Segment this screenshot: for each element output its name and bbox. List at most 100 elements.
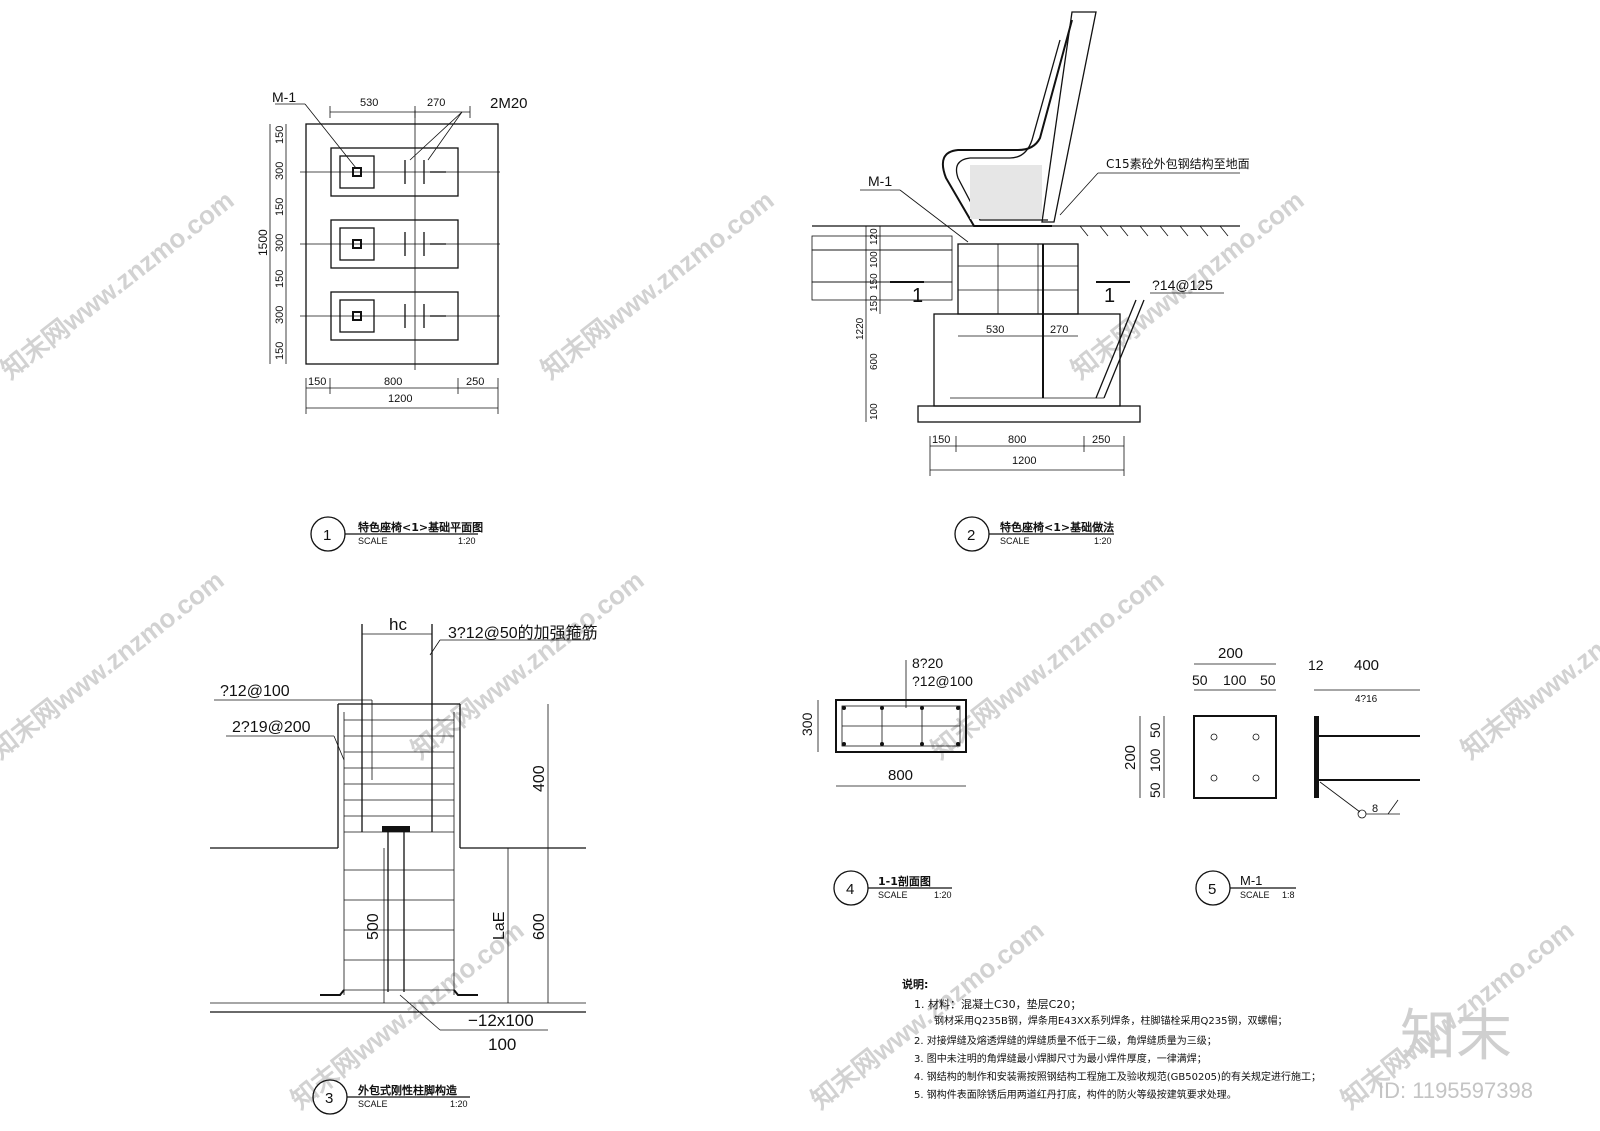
section-mark: 1 <box>1104 285 1115 307</box>
steel-post <box>1041 11 1097 223</box>
dim-hc: hc <box>389 615 407 634</box>
watermark-text: 知末网www.znzmo.com <box>535 185 779 385</box>
scale-value: 1:20 <box>458 536 476 546</box>
dim-inner-a: 530 <box>986 324 1004 336</box>
dim-top: 200 <box>1218 645 1243 662</box>
watermark-text: 知末网www.znzmo.com <box>805 915 1049 1115</box>
weld-size: 8 <box>1372 803 1378 815</box>
detail-2-foundation-section: 1 1 M-1 C15素砼外包钢结构至地面 ?14@125 120 100 15… <box>811 11 1250 552</box>
scale-label: SCALE <box>1240 890 1270 900</box>
scale-value: 1:20 <box>934 890 952 900</box>
side-dim: 12 <box>1308 657 1324 673</box>
note-line: 2. 对接焊缝及熔透焊缝的焊缝质量不低于二级，角焊缝质量为三级； <box>914 1034 1217 1047</box>
dim-top-a: 530 <box>360 97 378 109</box>
dim-400: 400 <box>531 765 548 792</box>
dim-left: 150 <box>274 342 286 360</box>
dim-500: 500 <box>365 913 382 940</box>
detail-3-column-foot: hc 3?12@50的加强箍筋 ?12@100 2?19@200 400 600… <box>210 615 598 1115</box>
pad-row <box>300 291 500 341</box>
dim-left: 150 <box>274 198 286 216</box>
detail-number: 4 <box>846 881 854 898</box>
bolt-marks <box>404 160 446 328</box>
callout-m1: M-1 <box>868 173 892 189</box>
dim-left: 150 <box>274 126 286 144</box>
note-line: 1. 材料：混凝土C30，垫层C20； <box>914 997 1081 1011</box>
note-line: 5. 钢构件表面除锈后用两道红丹打底，构件的防火等级按建筑要求处理。 <box>914 1088 1237 1101</box>
plate-label: −12x100 <box>468 1011 534 1030</box>
watermark-text: 知末网www.znzmo.com <box>1455 565 1600 765</box>
detail-number: 3 <box>325 1090 333 1107</box>
dim-left: 300 <box>274 234 286 252</box>
callout-c15: C15素砼外包钢结构至地面 <box>1106 156 1250 171</box>
dim-total: 1200 <box>1012 455 1036 467</box>
callout-bolt: 2M20 <box>490 95 528 112</box>
notes-heading: 说明: <box>902 977 928 991</box>
detail-title: 外包式刚性柱脚构造 <box>357 1083 458 1097</box>
dim-left: 600 <box>869 353 880 370</box>
id-watermark: ID: 1195597398 <box>1378 1078 1533 1103</box>
plate-plan <box>1193 715 1277 799</box>
pedestal <box>957 243 1079 315</box>
plate-width: 100 <box>488 1035 516 1054</box>
side-dim: 400 <box>1354 657 1379 674</box>
detail-number: 2 <box>967 527 975 544</box>
callout-stirrup: 3?12@50的加强箍筋 <box>448 624 598 642</box>
dim-left: 150 <box>274 270 286 288</box>
dim-left-part: 50 <box>1147 782 1163 798</box>
dim-h: 300 <box>799 712 815 736</box>
scale-value: 1:20 <box>1094 536 1112 546</box>
dim-bottom-c: 250 <box>466 376 484 388</box>
dim-bottom-a: 150 <box>308 376 326 388</box>
detail-title: M-1 <box>1240 873 1262 888</box>
dim-total-w: 1200 <box>388 393 412 405</box>
watermark-text: 知末网www.znzmo.com <box>0 565 229 765</box>
dim-left: 150 <box>869 273 880 290</box>
detail-5-embed-plate: 200 50 100 50 200 50 100 50 12 400 4?16 … <box>1122 645 1420 906</box>
scale-label: SCALE <box>878 890 908 900</box>
watermark-text: 知末网www.znzmo.com <box>925 565 1169 765</box>
detail-4-section: 8?20 ?12@100 300 800 4 1-1剖面图 SCALE 1:20 <box>799 655 973 906</box>
dim-inner-b: 270 <box>1050 324 1068 336</box>
dim-left: 100 <box>869 403 880 420</box>
dim-left: 200 <box>1122 745 1139 770</box>
note-line: 钢材采用Q235B钢，焊条用E43XX系列焊条，柱脚锚栓采用Q235钢，双螺帽； <box>934 1014 1288 1027</box>
section-mark: 1 <box>912 285 923 307</box>
detail-title: 特色座椅<1>基础平面图 <box>358 520 483 534</box>
dim-600: 600 <box>531 913 548 940</box>
watermark-layer: 知末网www.znzmo.com 知末网www.znzmo.com 知末网www… <box>0 185 1600 1115</box>
anchor-holes <box>1210 733 1260 782</box>
note-line: 3. 图中未注明的角焊缝最小焊脚尺寸为最小焊件厚度，一律满焊； <box>914 1052 1207 1065</box>
callout-a: ?12@100 <box>220 683 290 700</box>
watermark-text: 知末网www.znzmo.com <box>405 565 649 765</box>
dim-left-part: 100 <box>1147 748 1163 772</box>
dim-left: 300 <box>274 162 286 180</box>
detail-number: 1 <box>323 527 331 544</box>
dim-lae: LaE <box>491 912 508 940</box>
rebar-a: 8?20 <box>912 655 943 671</box>
section-outline <box>835 699 967 753</box>
dim-total-h: 1500 <box>256 229 270 256</box>
pad-row <box>300 219 500 269</box>
dim-top-part: 50 <box>1260 672 1276 688</box>
dim-left: 120 <box>869 228 880 245</box>
scale-label: SCALE <box>358 1099 388 1109</box>
callout-m1: M-1 <box>272 89 296 105</box>
rebar-b: ?12@100 <box>912 673 973 689</box>
callout-b: 2?19@200 <box>232 719 311 736</box>
scale-value: 1:20 <box>450 1099 468 1109</box>
note-line: 4. 钢结构的制作和安装需按照钢结构工程施工及验收规范(GB50205)的有关规… <box>914 1070 1321 1083</box>
blinding-layer <box>917 405 1141 423</box>
callout-rebar: ?14@125 <box>1152 277 1213 293</box>
dim-left-part: 50 <box>1147 722 1163 738</box>
dim-w: 800 <box>888 767 913 784</box>
detail-title: 1-1剖面图 <box>878 874 931 888</box>
seat-shell <box>942 19 1073 227</box>
detail-number: 5 <box>1208 881 1216 898</box>
brand-watermark: 知末 <box>1400 1004 1512 1069</box>
general-notes: 说明: 1. 材料：混凝土C30，垫层C20； 钢材采用Q235B钢，焊条用E4… <box>902 977 1321 1101</box>
dim-bottom: 150 <box>932 434 950 446</box>
dim-bottom-b: 800 <box>384 376 402 388</box>
stirrups <box>343 712 455 995</box>
detail-title: 特色座椅<1>基础做法 <box>1000 520 1114 534</box>
